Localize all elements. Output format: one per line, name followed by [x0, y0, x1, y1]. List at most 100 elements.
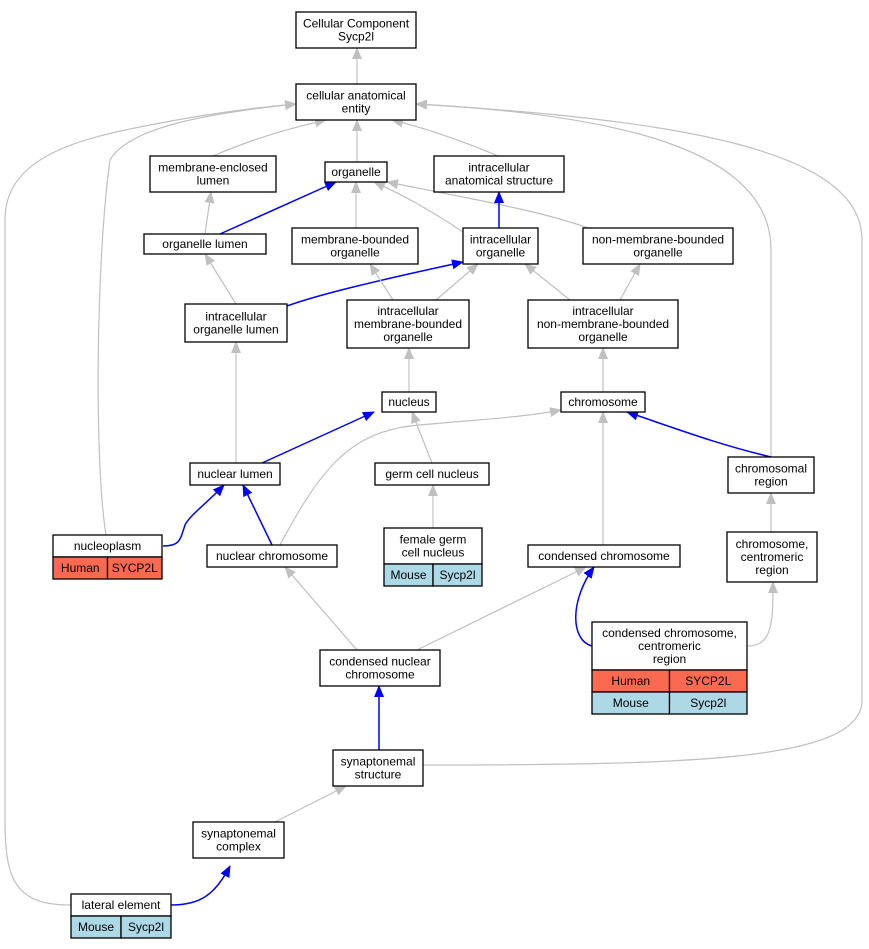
term-label: membrane-bounded — [301, 233, 409, 247]
term-box — [727, 456, 815, 494]
term-box — [383, 527, 483, 565]
term-label: region — [653, 652, 686, 666]
term-label: membrane-enclosed — [158, 161, 267, 175]
term-label: anatomical structure — [445, 174, 553, 188]
is-a-edge — [747, 581, 778, 647]
term-label: region — [754, 475, 787, 489]
term-box — [184, 303, 288, 343]
term-box — [149, 155, 277, 193]
go-term-chromosome[interactable]: chromosome — [560, 391, 646, 413]
go-term-nl[interactable]: nuclear lumen — [189, 462, 281, 486]
term-box — [381, 391, 437, 413]
term-box — [192, 821, 285, 859]
term-label: intracellular — [468, 161, 529, 175]
term-label: entity — [342, 102, 371, 116]
term-label: non-membrane-bounded — [592, 233, 724, 247]
go-term-ccc[interactable]: condensed chromosome,centromericregionHu… — [591, 621, 748, 715]
go-term-ol[interactable]: organelle lumen — [143, 233, 267, 255]
is-a-edge — [391, 117, 499, 157]
term-label: organelle — [476, 246, 526, 260]
gene-label: Sycp2l — [690, 696, 726, 710]
term-label: cellular anatomical — [306, 89, 405, 103]
part-of-edge — [626, 410, 772, 458]
term-box — [295, 11, 417, 49]
term-box — [527, 544, 681, 568]
term-label: synaptonemal — [341, 755, 416, 769]
term-label: centromeric — [741, 550, 804, 564]
is-a-edge — [274, 785, 347, 823]
term-label: chromosome — [568, 395, 638, 409]
term-label: female germ — [400, 533, 467, 547]
term-box — [189, 462, 281, 486]
go-term-organelle[interactable]: organelle — [324, 161, 388, 183]
term-label: organelle — [330, 246, 380, 260]
is-a-edge — [386, 179, 589, 229]
go-term-nucleus[interactable]: nucleus — [381, 391, 437, 413]
term-box — [319, 649, 441, 687]
is-a-edge — [411, 411, 433, 464]
term-label: synaptonemal — [201, 827, 276, 841]
term-label: complex — [216, 840, 261, 854]
term-label: region — [755, 563, 788, 577]
term-label: germ cell nucleus — [385, 467, 478, 481]
term-label: Sycp2l — [338, 30, 374, 44]
term-label: structure — [355, 768, 402, 782]
term-label: organelle — [578, 330, 628, 344]
go-term-inmbo[interactable]: intracellularnon-membrane-boundedorganel… — [527, 299, 679, 349]
edges-layer — [4, 47, 863, 906]
is-a-edge — [416, 566, 587, 651]
term-label: chromosomal — [735, 462, 807, 476]
term-label: chromosome — [345, 668, 415, 682]
is-a-edge — [4, 99, 297, 906]
go-term-nc[interactable]: nuclear chromosome — [206, 544, 338, 568]
species-label: Mouse — [78, 920, 114, 934]
term-label: condensed nuclear — [329, 655, 430, 669]
go-term-gcn[interactable]: germ cell nucleus — [374, 462, 490, 486]
term-label: nucleus — [388, 395, 429, 409]
is-a-edge — [619, 263, 641, 301]
term-label: Cellular Component — [303, 17, 410, 31]
term-label: condensed chromosome, — [602, 626, 737, 640]
gene-label: SYCP2L — [112, 561, 158, 575]
term-label: centromeric — [638, 639, 701, 653]
term-box — [433, 155, 565, 193]
annotation-row-mouse: Mouse Sycp2l — [70, 915, 172, 939]
term-label: nuclear chromosome — [216, 549, 328, 563]
is-a-edge — [524, 263, 571, 301]
is-a-edge — [435, 263, 479, 301]
part-of-edge — [219, 181, 337, 235]
term-box — [332, 749, 424, 787]
term-box — [560, 391, 646, 413]
is-a-edge — [373, 181, 464, 233]
term-label: condensed chromosome — [538, 549, 670, 563]
part-of-edge — [261, 411, 375, 464]
part-of-edge — [242, 484, 273, 546]
term-box — [527, 299, 679, 349]
is-a-edge — [284, 566, 358, 651]
gene-label: Sycp2l — [439, 568, 475, 582]
is-a-edge — [212, 117, 327, 157]
go-term-cc[interactable]: condensed chromosome — [527, 544, 681, 568]
gene-label: Sycp2l — [128, 920, 164, 934]
term-label: chromosome, — [736, 537, 809, 551]
